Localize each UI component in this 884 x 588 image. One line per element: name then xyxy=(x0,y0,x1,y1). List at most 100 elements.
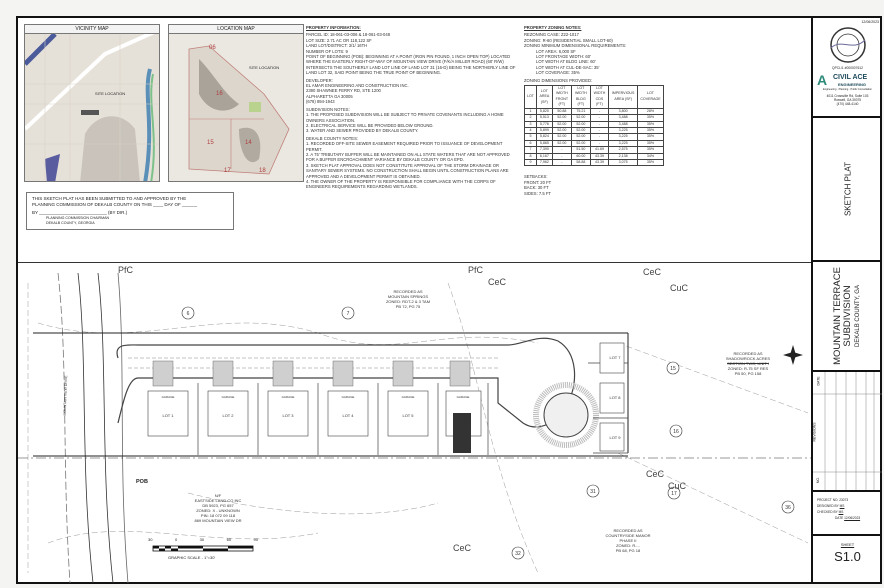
developer-line: 2390 SHAWNEE FERRY RD, STE 1200 xyxy=(306,88,381,94)
soil-label: PfC xyxy=(468,265,484,275)
approval-signature-line: BY ___________________________ (BY DIR.) xyxy=(32,210,128,215)
seal-number: QPCL/1 #000007612 xyxy=(832,66,863,70)
district-label: 14 xyxy=(245,140,252,146)
revisions-header: REVISIONS xyxy=(812,422,817,442)
location-map-title: LOCATION MAP xyxy=(169,25,303,34)
zoning-requirement: LOT WIDTH AT CUL-DE-SAC: 35' xyxy=(536,64,600,70)
parcel-number: 31 xyxy=(590,489,596,495)
parcel-number: 15 xyxy=(670,366,676,372)
lot-label: LOT 6 xyxy=(457,413,469,418)
project-title-block: MOUNTAIN TERRACE SUBDIVISION DEKALB COUN… xyxy=(813,262,882,372)
zoning-line: REZONING CASE: Z22-1017 xyxy=(524,32,579,38)
sheet-number: S1.0 xyxy=(834,549,861,564)
dekalb-note: 1. RECORDED OFF-SITE SEWER EASEMENT REQU… xyxy=(306,141,503,152)
company-name: CIVIL ACE xyxy=(833,74,868,81)
location-map: LOCATION MAP SITE LOCATION 06 16 15 14 1… xyxy=(168,24,304,182)
soil-label: CeC xyxy=(646,469,665,479)
zoning-table-cell: 7,962 xyxy=(536,158,553,167)
lot-label: LOT 7 xyxy=(609,355,621,360)
parcel-number: 7 xyxy=(347,311,350,317)
parcel-number-circle xyxy=(341,306,355,320)
soil-label: CeC xyxy=(453,543,472,553)
subdivision-note: 1. THE PROPOSED SUBDIVISION WILL BE SUBJ… xyxy=(306,112,504,123)
sheet-type: SKETCH PLAT xyxy=(843,161,852,217)
engineer-seal-icon xyxy=(830,27,866,63)
parcel-number: 6 xyxy=(187,311,190,317)
parcel-number: 16 xyxy=(673,429,679,435)
soil-label: CuC xyxy=(668,481,687,491)
soil-label: CeC xyxy=(488,277,507,287)
lot-label: LOT 4 xyxy=(342,413,354,418)
developer-line: ALPHARETTA GA 30005 xyxy=(306,93,353,99)
parcel-number-circle xyxy=(669,424,683,438)
vicinity-map-image xyxy=(25,27,159,181)
graphic-scale-bar xyxy=(152,545,254,552)
number-of-lots: NUMBER OF LOTS: 9 xyxy=(306,48,348,54)
zoning-column-header: LOT AREA (SF) xyxy=(536,85,553,109)
zoning-table-cell: 52.00 xyxy=(551,120,573,128)
zoning-table-heading: ZONING DIMENSIONS PROVIDED: xyxy=(524,77,593,83)
approval-text: THIS SKETCH PLAT HAS BEEN SUBMITTED TO A… xyxy=(32,196,187,201)
zoning-requirement: LOT FRONTAGE WIDTH: 60' xyxy=(536,54,591,60)
approval-text: PLANNING COMMISSION OF DEKALB COUNTY ON … xyxy=(32,202,197,207)
zoning-table-cell: 52.00 xyxy=(571,126,591,135)
parcel-number-circle xyxy=(781,500,795,514)
land-lot: LAND LOT/DISTRICT: 3/1/ 16TH xyxy=(306,43,368,49)
company-tagline: Engineering · Planning · Public Consulta… xyxy=(823,88,872,91)
zoning-table-cell: 52.00 xyxy=(571,139,591,148)
approval-signatory: PLANNING COMMISSION CHAIRMAN xyxy=(46,216,110,220)
zoning-table-cell: 35% xyxy=(637,139,664,148)
seal-date: 12/06/2023 xyxy=(861,20,879,24)
sheet-number-block: SHEET S1.0 xyxy=(813,536,882,582)
zoning-table-cell: 2 xyxy=(524,114,537,122)
zoning-line: ZONING: R-60 (RESIDENTIAL SMALL LOT-60) xyxy=(524,37,613,43)
zoning-requirement: LOT COVERAGE: 35% xyxy=(536,70,580,76)
lot-label: LOT 9 xyxy=(609,435,621,440)
revisions-no-header: NO. xyxy=(816,476,821,484)
parcel-number-circle xyxy=(181,306,195,320)
dekalb-note: 3. SKETCH PLAT APPROVAL DOES NOT CONSTIT… xyxy=(306,162,509,179)
zoning-table-cell: 52.00 xyxy=(571,133,591,141)
soil-label: CuC xyxy=(670,283,689,293)
company-sub: ENGINEERING xyxy=(838,82,867,87)
zoning-table-cell: 7 xyxy=(524,146,537,154)
setbacks-heading: SETBACKS: xyxy=(524,174,548,180)
zoning-table-cell: 8 xyxy=(524,152,537,160)
zoning-table-cell: 4 xyxy=(524,126,537,135)
zoning-table-cell: 5 xyxy=(524,133,537,141)
revisions-block: DATE REVISIONS NO. xyxy=(813,372,882,492)
zoning-table-cell: 52.00 xyxy=(551,126,573,135)
soil-label: PfC xyxy=(118,265,134,275)
zoning-table-cell: - xyxy=(551,158,573,167)
zoning-table-cell: - xyxy=(551,146,573,154)
developer-line: EL AMAR ENGINEERING AND CONSTRUCTION INC… xyxy=(306,83,409,89)
project-info-block: PROJECT NO. 23073 DESIGNED BY MS CHECKED… xyxy=(813,492,882,536)
zoning-notes: PROPERTY ZONING NOTES: REZONING CASE: Z2… xyxy=(524,25,664,196)
lot-label: LOT 1 xyxy=(162,413,174,418)
zoning-column-header: IMPERVIOUS AREA (SF) xyxy=(608,85,639,109)
dekalb-note: 2. A 75' TRIBUTARY BUFFER WILL BE MAINTA… xyxy=(306,151,510,163)
garage-label: GARAGE xyxy=(221,395,235,399)
zoning-table-cell: 75.21 xyxy=(571,107,591,116)
dekalb-note: 4. THE OWNER OF THE PROPERTY IS RESPONSI… xyxy=(306,178,496,190)
subdivision-note: 3. WATER AND SEWER PROVIDED BY DEKALB CO… xyxy=(306,128,419,134)
graphic-scale-label: GRAPHIC SCALE - 1"=30' xyxy=(168,555,216,560)
parcel-number: 17 xyxy=(671,491,677,497)
district-label: 18 xyxy=(259,168,266,174)
parcel-number: 32 xyxy=(515,551,521,557)
checked-by: MS xyxy=(838,510,844,514)
zoning-line: ZONING MINIMUM DIMENSIONAL REQUIREMENTS: xyxy=(524,43,627,49)
